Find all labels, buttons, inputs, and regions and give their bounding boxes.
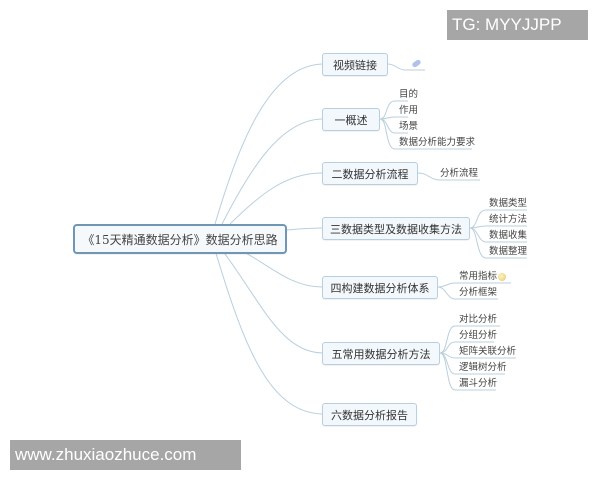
branch-label: 五常用数据分析方法	[331, 347, 431, 361]
branch-label: 四构建数据分析体系	[330, 281, 430, 295]
leaf-matrix[interactable]: 矩阵关联分析	[459, 346, 517, 357]
branch-label: 视频链接	[333, 58, 377, 72]
leaf-grouping[interactable]: 分组分析	[459, 330, 498, 341]
leaf-scenario[interactable]: 场景	[399, 121, 419, 132]
branch-build-system[interactable]: 四构建数据分析体系	[322, 276, 438, 299]
watermark-top-right: TG: MYYJJPP	[447, 10, 588, 40]
leaf-function[interactable]: 作用	[399, 105, 419, 116]
branch-analysis-report[interactable]: 六数据分析报告	[322, 403, 417, 426]
leaf-purpose[interactable]: 目的	[399, 89, 419, 100]
branch-label: 一概述	[334, 113, 368, 127]
root-topic-label: 《15天精通数据分析》数据分析思路	[82, 232, 278, 247]
leaf-analysis-framework[interactable]: 分析框架	[459, 287, 498, 298]
star-note-icon	[498, 273, 506, 281]
watermark-bottom-left: www.zhuxiaozhuce.com	[10, 440, 241, 470]
branch-data-types[interactable]: 三数据类型及数据收集方法	[322, 217, 470, 240]
leaf-data-collection[interactable]: 数据收集	[489, 230, 528, 241]
branch-overview[interactable]: 一概述	[322, 108, 380, 131]
leaf-data-cleanup[interactable]: 数据整理	[489, 246, 528, 257]
leaf-common-metrics[interactable]: 常用指标	[459, 271, 498, 282]
leaf-ability-requirements[interactable]: 数据分析能力要求	[399, 137, 476, 148]
branch-analysis-methods[interactable]: 五常用数据分析方法	[322, 342, 440, 365]
branch-video-link[interactable]: 视频链接	[322, 53, 388, 76]
leaf-funnel[interactable]: 漏斗分析	[459, 378, 498, 389]
leaf-comparison[interactable]: 对比分析	[459, 314, 498, 325]
leaf-stat-method[interactable]: 统计方法	[489, 214, 528, 225]
root-topic[interactable]: 《15天精通数据分析》数据分析思路	[73, 224, 287, 254]
branch-analysis-process[interactable]: 二数据分析流程	[322, 162, 418, 185]
leaf-process[interactable]: 分析流程	[440, 168, 479, 179]
branch-label: 二数据分析流程	[331, 167, 409, 181]
leaf-logic-tree[interactable]: 逻辑树分析	[459, 362, 507, 373]
branch-label: 六数据分析报告	[331, 408, 408, 422]
branch-label: 三数据类型及数据收集方法	[330, 222, 462, 236]
leaf-data-type[interactable]: 数据类型	[489, 198, 528, 209]
